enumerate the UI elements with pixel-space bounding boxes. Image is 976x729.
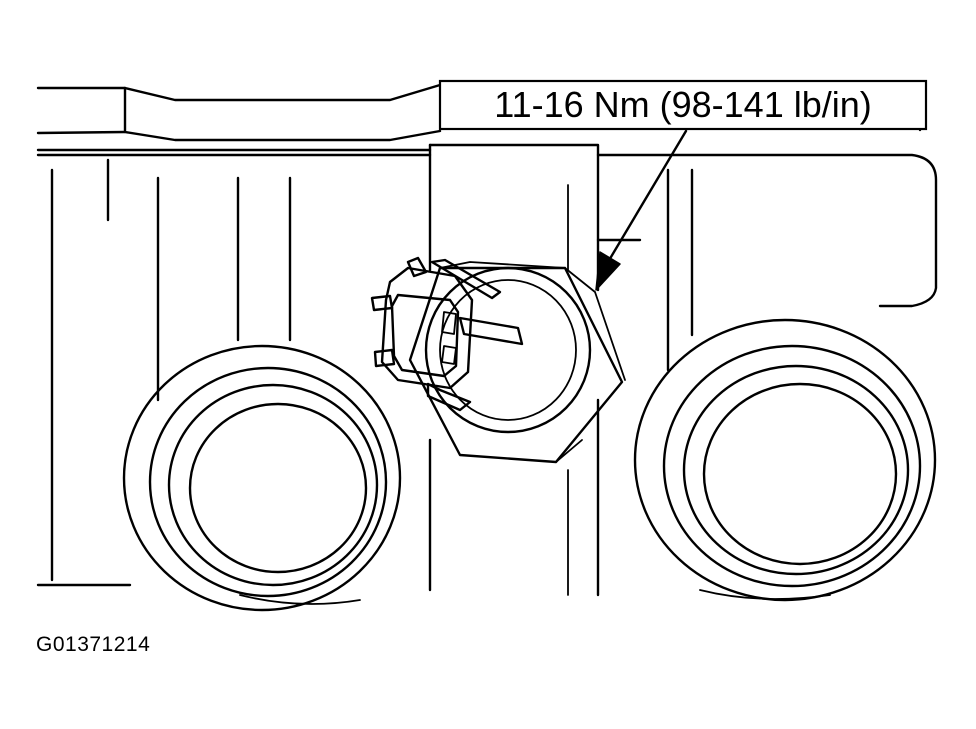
torque-spec-label: 11-16 Nm (98-141 lb/in) bbox=[494, 84, 872, 125]
right-bore bbox=[633, 318, 937, 602]
left-bore bbox=[122, 344, 402, 612]
sensor bbox=[370, 256, 626, 464]
electrical-connector bbox=[370, 256, 502, 412]
engine-housing bbox=[36, 83, 938, 605]
leader-arrow bbox=[595, 129, 688, 291]
figure-id-label: G01371214 bbox=[36, 633, 151, 656]
sensor-round-body bbox=[424, 266, 592, 434]
callout-box bbox=[438, 79, 928, 131]
